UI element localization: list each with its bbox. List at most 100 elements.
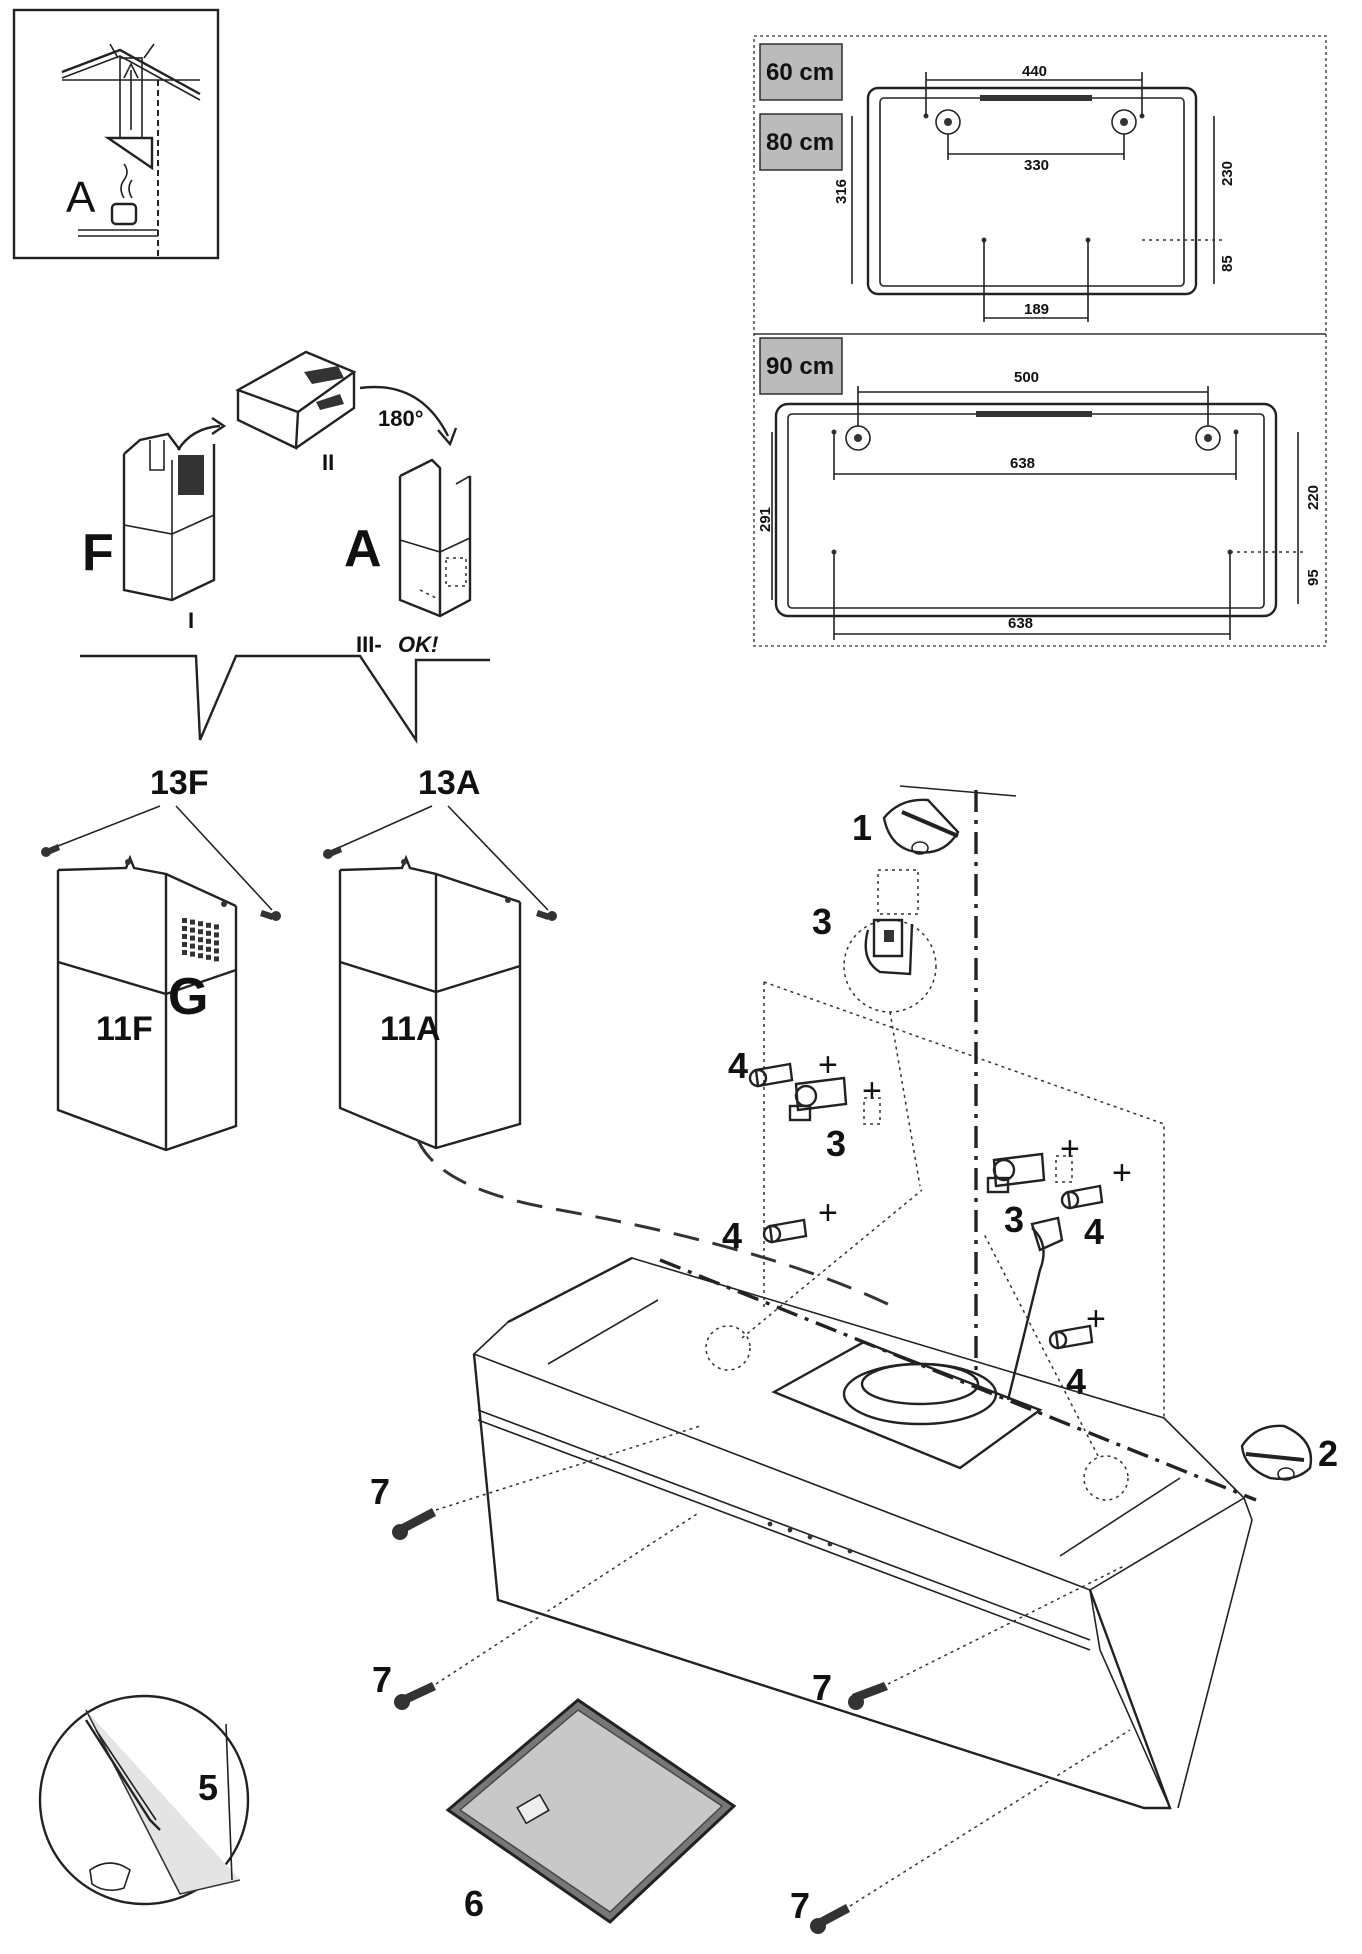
part-4-c: 4 (1084, 1211, 1104, 1252)
vent-hole (214, 956, 219, 962)
size-90-label: 90 cm (766, 353, 834, 380)
size-60-label: 60 cm (766, 59, 834, 86)
wall-plug-icon (1048, 1324, 1094, 1350)
vent-hole (190, 927, 195, 933)
label-13f: 13F (150, 764, 209, 802)
screw-icon (323, 846, 342, 859)
part-7-d: 7 (790, 1885, 810, 1926)
part-7-b: 7 (372, 1659, 392, 1700)
steam-icon (120, 163, 133, 199)
vent-hole (206, 954, 211, 960)
dim-330: 330 (1024, 157, 1049, 174)
label-11f: 11F (96, 1010, 153, 1048)
part-4-b: 4 (722, 1215, 742, 1256)
dim-85: 85 (1219, 255, 1236, 272)
screw-icon (848, 1682, 888, 1710)
dimension-panel: 60 cm 80 cm 440 330 316 230 85 189 (753, 35, 1327, 647)
vent-hole (190, 935, 195, 941)
dim-220: 220 (1305, 485, 1322, 510)
vent-hole (182, 926, 187, 931)
part-3-left: 3 (826, 1123, 846, 1164)
vent-hole (214, 932, 219, 938)
part-5: 5 (198, 1767, 218, 1808)
part-3-top: 3 (812, 901, 832, 942)
bracket-detail (843, 869, 937, 1013)
dim-95: 95 (1305, 569, 1322, 586)
vent-hole (190, 943, 195, 949)
vent-hole (190, 919, 195, 925)
cross-mark-d: + (1060, 1130, 1080, 1168)
dim-440: 440 (1022, 63, 1047, 80)
bracket-icon (788, 1076, 848, 1122)
hand-pencil-icon (882, 798, 960, 855)
vent-hole (182, 950, 187, 955)
vent-hole (198, 945, 203, 951)
cross-mark-c: + (818, 1194, 838, 1232)
screw-icon (810, 1904, 850, 1934)
rotation-label: 180° (378, 406, 424, 431)
dim-189: 189 (1024, 301, 1049, 318)
label-f: F (82, 524, 114, 582)
wall-plug-icon (1060, 1184, 1104, 1210)
part-2: 2 (1318, 1433, 1338, 1474)
vent-holes (182, 918, 219, 962)
chimney-conversion: F I II 180° A III- OK! (80, 350, 490, 744)
dim-638-top: 638 (1010, 455, 1035, 472)
label-11a: 11A (380, 1010, 441, 1048)
cross-mark-f: + (1086, 1300, 1106, 1338)
wall-plug-icon (748, 1062, 794, 1088)
vent-hole (190, 951, 195, 957)
vent-hole (214, 940, 219, 946)
part-4-d: 4 (1066, 1361, 1086, 1402)
cooker-hood (472, 1189, 1253, 1810)
vent-hole (206, 922, 211, 928)
label-a: A (344, 520, 382, 578)
vent-hole (198, 937, 203, 943)
step-2-label: II (322, 450, 334, 475)
part-7-a: 7 (370, 1471, 390, 1512)
vent-hole (214, 924, 219, 930)
vent-hole (206, 946, 211, 952)
dim-638-bottom: 638 (1008, 615, 1033, 632)
screw-icon (392, 1508, 436, 1540)
filter-icon (445, 1698, 737, 1924)
part-1: 1 (852, 807, 872, 848)
wall-outline (659, 785, 1257, 1502)
filter-detail (38, 1694, 250, 1906)
hand-pencil-icon (1240, 1424, 1313, 1481)
label-13a: 13A (418, 764, 480, 802)
dim-500: 500 (1014, 369, 1039, 386)
screw-icon (394, 1682, 436, 1710)
cross-mark-a: + (818, 1046, 838, 1084)
control-panel (767, 1521, 853, 1554)
part-6: 6 (464, 1883, 484, 1924)
screw-icon (260, 910, 281, 921)
vent-hole (198, 929, 203, 935)
step-3-label: III- (356, 632, 382, 657)
step-1-label: I (188, 608, 194, 633)
vent-hole (182, 918, 187, 923)
bracket-icon (986, 1152, 1046, 1194)
dim-316: 316 (833, 179, 850, 204)
vent-hole (182, 934, 187, 939)
dim-230: 230 (1219, 161, 1236, 186)
part-3-right: 3 (1004, 1199, 1024, 1240)
cross-mark-e: + (1112, 1154, 1132, 1192)
vent-hole (182, 942, 187, 947)
inset-label-a: A (66, 173, 96, 222)
dim-291: 291 (757, 507, 774, 532)
vent-hole (206, 938, 211, 944)
vent-hole (206, 930, 211, 936)
vent-hole (198, 921, 203, 927)
size-80-label: 80 cm (766, 129, 834, 156)
part-4-a: 4 (728, 1045, 748, 1086)
chimney-set: 13F 13A G 11F (41, 764, 901, 1312)
screw-icon (536, 910, 557, 921)
step-3-ok: OK! (398, 632, 438, 657)
ducting-inset: A (12, 8, 220, 260)
screw-icon (41, 844, 60, 857)
cross-mark-b: + (862, 1072, 882, 1110)
wall-plug-icon (762, 1218, 808, 1244)
vent-hole (214, 948, 219, 954)
